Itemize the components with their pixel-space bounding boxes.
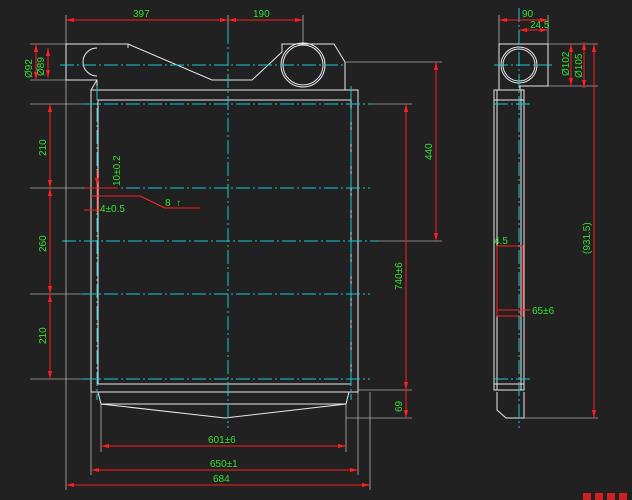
side-dim-4-5: 4.5 — [494, 236, 508, 247]
dim-190: 190 — [253, 9, 270, 20]
dim-69: 69 — [394, 400, 405, 412]
dim-210-top: 210 — [38, 139, 49, 156]
dim-650: 650±1 — [210, 459, 238, 470]
dim-dia-89: Ø89 — [36, 57, 47, 76]
front-view: 397 190 Ø92 Ø89 210 260 210 440 740±6 6 — [24, 9, 442, 490]
top-tank — [65, 43, 346, 91]
bottom-tank — [97, 391, 350, 419]
dim-601: 601±6 — [208, 435, 236, 446]
dim-210-bottom: 210 — [38, 327, 49, 344]
ucs-icon — [583, 493, 627, 500]
side-dim-dia-102: Ø102 — [561, 51, 572, 76]
core-inner-outline — [97, 99, 352, 385]
side-view: 90 24.5 Ø102 Ø105 (931.5) 4.5 65±6 — [493, 8, 598, 428]
dim-dia-92: Ø92 — [24, 59, 35, 78]
side-mount — [496, 245, 524, 317]
side-dim-65: 65±6 — [532, 306, 555, 317]
dim-440: 440 — [424, 143, 435, 160]
side-head — [498, 43, 549, 91]
side-dim-24-5: 24.5 — [530, 20, 550, 31]
dim-260: 260 — [38, 235, 49, 252]
dim-740: 740±6 — [394, 262, 405, 290]
side-dim-931-5: (931.5) — [582, 222, 593, 254]
side-body — [493, 89, 525, 391]
callout-10: 10±0.2 — [112, 155, 123, 186]
left-inlet — [82, 47, 98, 77]
side-dim-dia-105: Ø105 — [574, 53, 585, 78]
callout-8: 8 — [165, 198, 171, 209]
svg-text:↑: ↑ — [176, 198, 181, 209]
side-dim-90: 90 — [522, 9, 534, 20]
callout-4: 4±0.5 — [100, 204, 125, 215]
dim-397: 397 — [133, 9, 150, 20]
dim-684: 684 — [213, 474, 230, 485]
